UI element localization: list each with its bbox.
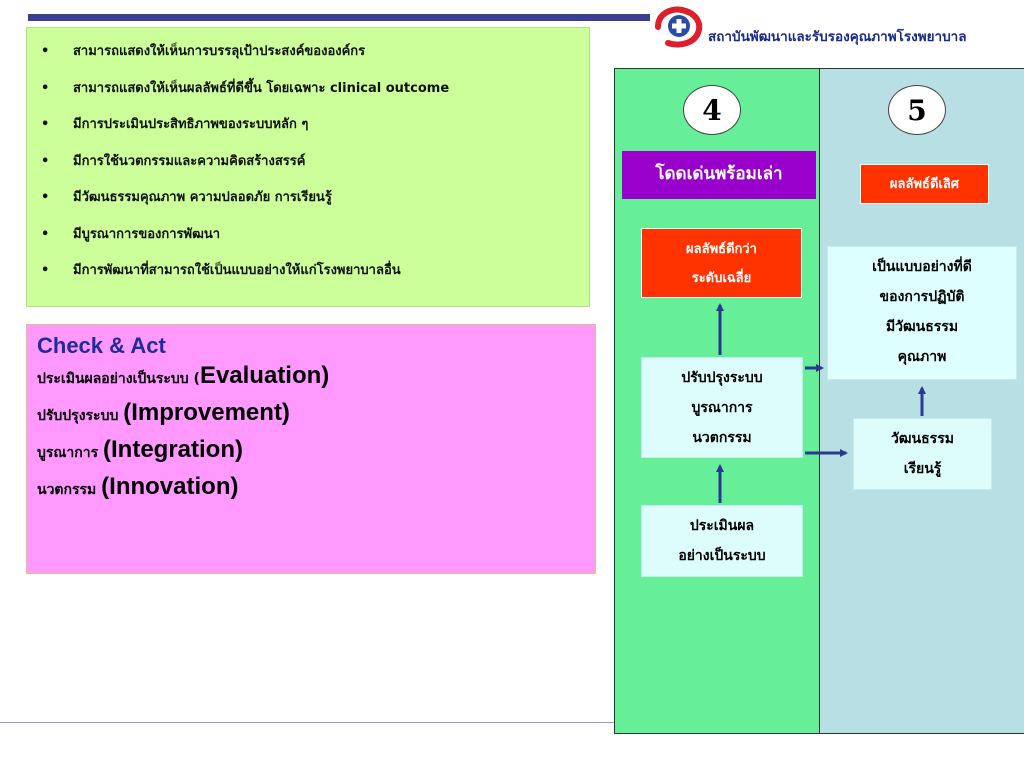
criteria-bullet-panel: • สามารถแสดงให้เห็นการบรรลุเป้าประสงค์ของ… — [26, 27, 590, 307]
list-item-text: มีบูรณาการของการพัฒนา — [73, 226, 221, 242]
box-line: ระดับเฉลี่ย — [691, 271, 752, 286]
list-item: • มีวัฒนธรรมคุณภาพ ความปลอดภัย การเรียนรู… — [27, 180, 589, 217]
box-line: มีวัฒนธรรม — [885, 319, 959, 335]
list-item: • มีการใช้นวตกรรมและความคิดสร้างสรรค์ — [27, 144, 589, 181]
check-act-panel: Check & Act ประเมินผลอย่างเป็นระบบ (Eval… — [26, 324, 596, 574]
check-act-row-evaluation: ประเมินผลอย่างเป็นระบบ (Evaluation) — [37, 359, 595, 396]
box-line: เป็นแบบอย่างที่ดี — [872, 259, 972, 275]
list-item-text: มีการประเมินประสิทธิภาพของระบบหลัก ๆ — [73, 117, 309, 132]
level-4-header: โดดเด่นพร้อมเล่า — [622, 151, 816, 199]
role-model-box: เป็นแบบอย่างที่ดี ของการปฏิบัติ มีวัฒนธร… — [827, 246, 1017, 380]
bullet-dot: • — [41, 263, 50, 278]
list-item-text: มีการพัฒนาที่สามารถใช้เป็นแบบอย่างให้แก่… — [73, 263, 401, 278]
box-line: ผลลัพธ์ดีกว่า — [686, 242, 757, 257]
bullet-dot: • — [41, 44, 50, 59]
check-act-row-improvement: ปรับปรุงระบบ (Improvement) — [37, 396, 595, 433]
bullet-dot: • — [41, 153, 50, 169]
bullet-dot: • — [41, 117, 50, 132]
hospital-logo-icon — [652, 5, 710, 49]
check-act-title: Check & Act — [37, 333, 166, 358]
systematic-evaluation-box: ประเมินผล อย่างเป็นระบบ — [641, 505, 803, 577]
check-act-row-integration: บูรณาการ (Integration) — [37, 433, 595, 470]
title-bar-stripe — [28, 14, 650, 21]
box-line: คุณภาพ — [897, 349, 947, 365]
list-item: • มีการประเมินประสิทธิภาพของระบบหลัก ๆ — [27, 107, 589, 144]
row-english-text: (Integration) — [103, 436, 243, 463]
check-act-row-innovation: นวตกรรม (Innovation) — [37, 470, 595, 507]
row-english-text: Evaluation) — [199, 362, 330, 389]
box-line: บูรณาการ — [691, 400, 753, 416]
better-outcome-box: ผลลัพธ์ดีกว่า ระดับเฉลี่ย — [641, 228, 802, 298]
organization-name: สถาบันพัฒนาและรับรองคุณภาพโรงพยาบาล — [708, 29, 967, 45]
level-4-number-badge: 4 — [683, 85, 741, 135]
box-line: ของการปฏิบัติ — [879, 289, 965, 305]
list-item-text: สามารถแสดงให้เห็นการบรรลุเป้าประสงค์ของอ… — [73, 44, 366, 59]
box-line: นวตกรรม — [692, 430, 752, 446]
row-english-text: (Innovation) — [101, 473, 239, 500]
list-item-text: สามารถแสดงให้เห็นผลลัพธ์ที่ดีขึ้น โดยเฉพ… — [73, 80, 450, 96]
list-item: • สามารถแสดงให้เห็นการบรรลุเป้าประสงค์ของ… — [27, 34, 589, 71]
row-thai-text: บูรณาการ — [37, 445, 103, 461]
list-item: • สามารถแสดงให้เห็นผลลัพธ์ที่ดีขึ้น โดยเฉ… — [27, 71, 589, 108]
row-thai-text: ปรับปรุงระบบ — [37, 408, 124, 424]
list-item: • มีการพัฒนาที่สามารถใช้เป็นแบบอย่างให้แก… — [27, 253, 589, 290]
improve-system-box: ปรับปรุงระบบ บูรณาการ นวตกรรม — [641, 357, 803, 458]
bullet-dot: • — [41, 190, 50, 205]
level-5-header: ผลลัพธ์ดีเลิศ — [860, 164, 989, 204]
box-line: เรียนรู้ — [903, 461, 942, 477]
footer-divider — [0, 722, 614, 723]
learning-culture-box: วัฒนธรรม เรียนรู้ — [853, 418, 992, 490]
list-item-text: มีการใช้นวตกรรมและความคิดสร้างสรรค์ — [73, 153, 306, 169]
box-line: อย่างเป็นระบบ — [678, 548, 766, 564]
row-thai-text: ประเมินผลอย่างเป็นระบบ ( — [37, 371, 200, 387]
bullet-dot: • — [41, 226, 50, 242]
list-item: • มีบูรณาการของการพัฒนา — [27, 217, 589, 254]
level-5-number-badge: 5 — [888, 85, 946, 135]
box-line: ประเมินผล — [689, 518, 755, 534]
box-line: วัฒนธรรม — [891, 431, 954, 447]
bullet-dot: • — [41, 80, 50, 96]
list-item-text: มีวัฒนธรรมคุณภาพ ความปลอดภัย การเรียนรู้ — [73, 190, 332, 205]
row-english-text: (Improvement) — [123, 399, 290, 426]
row-thai-text: นวตกรรม — [37, 482, 102, 498]
box-line: ปรับปรุงระบบ — [681, 370, 763, 386]
